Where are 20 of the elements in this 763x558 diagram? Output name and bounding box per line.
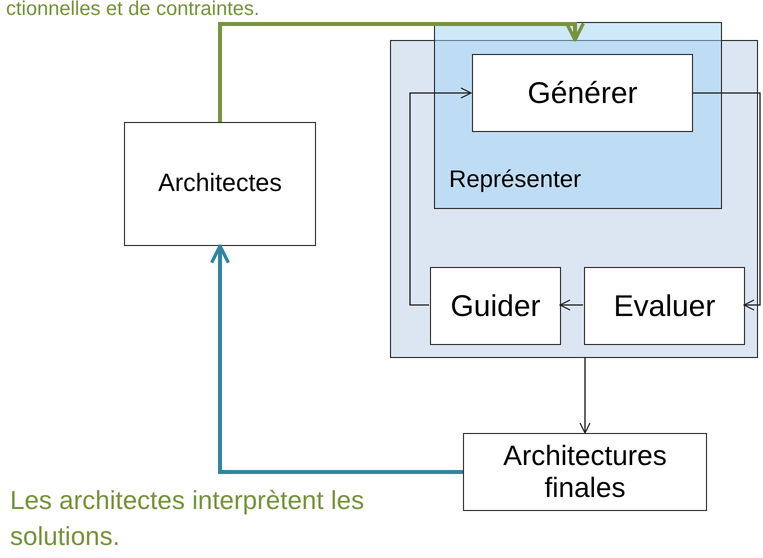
node-label: Générer [527, 76, 638, 112]
process-box [430, 267, 561, 345]
annotation-text: ctionnelles et de contraintes. [6, 0, 260, 20]
arrow [218, 22, 585, 122]
arrow [692, 92, 761, 311]
node-label: Architectures finales [502, 440, 668, 504]
node-label: Evaluer [614, 288, 716, 324]
node-label: Guider [450, 288, 541, 324]
process-box [584, 267, 745, 345]
arrow [579, 358, 591, 434]
node-label: Architectes [158, 168, 282, 200]
group-box [434, 22, 722, 209]
process-box [124, 122, 316, 246]
process-box [472, 54, 693, 132]
arrow [210, 244, 463, 474]
annotation-text: Les architectes interprètent les solutions. [10, 484, 366, 553]
node-label: Représenter [449, 165, 582, 195]
arrow [409, 87, 472, 306]
process-box [463, 433, 707, 511]
arrow [559, 299, 583, 311]
